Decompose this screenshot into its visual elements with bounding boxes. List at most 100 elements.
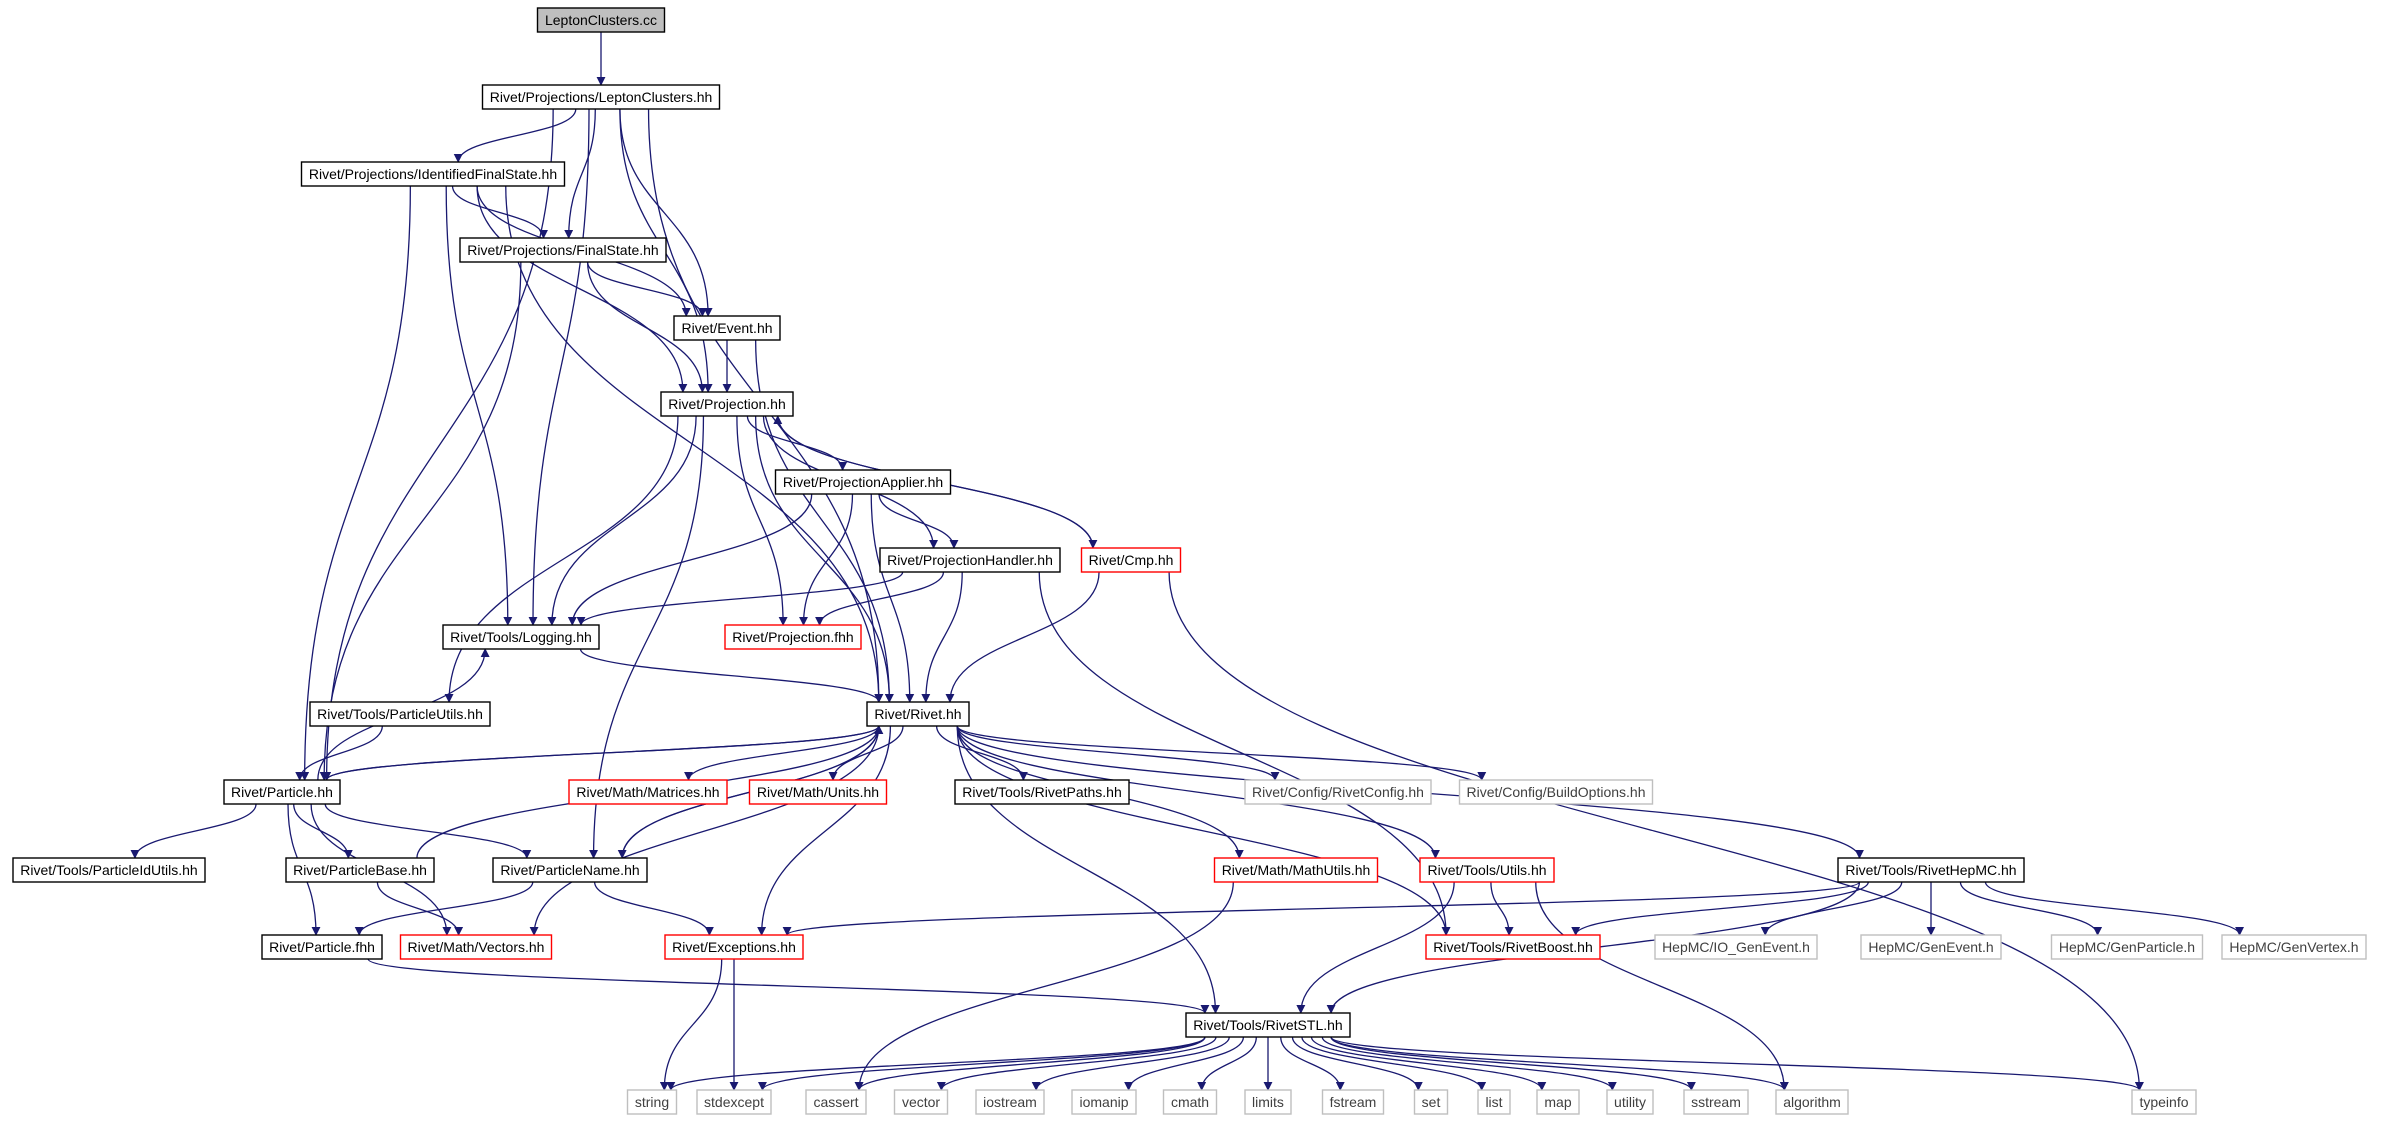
node-box (1413, 1089, 1449, 1115)
node-label: vector (902, 1094, 940, 1110)
edge-n5-n12 (755, 415, 894, 703)
edge-n24-n28 (1571, 881, 1869, 936)
node-label: Rivet/Tools/Logging.hh (450, 629, 592, 645)
edge-n33-n38 (1031, 1036, 1230, 1091)
node-rivet-cmp-hh[interactable]: Rivet/Cmp.hh (1080, 547, 1182, 573)
node-rivet-tools-rivethepmc-hh[interactable]: Rivet/Tools/RivetHepMC.hh (1837, 857, 2025, 883)
node-rivet-math-mathutils-hh[interactable]: Rivet/Math/MathUtils.hh (1213, 857, 1379, 883)
node-box (866, 701, 970, 727)
node-box (1683, 1089, 1749, 1115)
node-box (459, 237, 667, 263)
node-rivet-projectionhandler-hh[interactable]: Rivet/ProjectionHandler.hh (879, 547, 1061, 573)
node-label: Rivet/ProjectionApplier.hh (783, 474, 943, 490)
node-rivet-particle-fhh[interactable]: Rivet/Particle.fhh (261, 934, 383, 960)
node-label: Rivet/Tools/RivetPaths.hh (962, 784, 1122, 800)
node-rivet-exceptions-hh[interactable]: Rivet/Exceptions.hh (664, 934, 804, 960)
node-box (1244, 1089, 1292, 1115)
node-box (285, 857, 435, 883)
node-label: Rivet/ParticleName.hh (500, 862, 639, 878)
node-iostream: iostream (975, 1089, 1045, 1115)
edge-n8-n49 (1168, 571, 2144, 1091)
edge-n1-n4 (619, 108, 713, 317)
node-label: Rivet/Math/Vectors.hh (408, 939, 545, 955)
edge-n5-n21 (589, 415, 705, 859)
edge-n25-n33 (367, 958, 1210, 1014)
node-rivet-tools-logging-hh[interactable]: Rivet/Tools/Logging.hh (442, 624, 600, 650)
node-list: list (1477, 1089, 1511, 1115)
edge-n8-n12 (945, 571, 1100, 703)
edge-n6-n7 (878, 493, 959, 549)
node-rivet-projections-finalstate-hh[interactable]: Rivet/Projections/FinalState.hh (459, 237, 667, 263)
node-rivet-projections-identifiedfinalstate-hh[interactable]: Rivet/Projections/IdentifiedFinalState.h… (300, 161, 566, 187)
node-rivet-tools-particleidutils-hh[interactable]: Rivet/Tools/ParticleIdUtils.hh (12, 857, 206, 883)
edge-n1-n3 (564, 108, 596, 239)
edge-n12-n27 (757, 725, 892, 936)
edge-n24-n27 (782, 881, 1861, 936)
node-box (805, 1089, 867, 1115)
edge-n9-n12 (579, 648, 884, 703)
node-leptonclusters-cc: LeptonClusters.cc (536, 7, 666, 33)
node-rivet-rivet-hh[interactable]: Rivet/Rivet.hh (866, 701, 970, 727)
edge-n33-n36 (854, 1036, 1206, 1091)
node-box (309, 701, 491, 727)
node-rivet-particle-hh[interactable]: Rivet/Particle.hh (223, 779, 341, 805)
edge-n12-n28 (956, 725, 1451, 936)
node-rivet-tools-rivetboost-hh[interactable]: Rivet/Tools/RivetBoost.hh (1425, 934, 1601, 960)
node-box (975, 1089, 1045, 1115)
node-label: HepMC/GenEvent.h (1868, 939, 1993, 955)
node-rivet-particlename-hh[interactable]: Rivet/ParticleName.hh (492, 857, 648, 883)
node-box (1654, 934, 1818, 960)
edge-n5-n9 (547, 415, 697, 626)
node-fstream: fstream (1321, 1089, 1385, 1115)
node-box (223, 779, 341, 805)
node-box (774, 469, 952, 495)
edge-n13-n21 (324, 803, 532, 859)
node-rivet-math-vectors-hh[interactable]: Rivet/Math/Vectors.hh (399, 934, 553, 960)
node-box (2131, 1089, 2197, 1115)
edge-n5-n11 (444, 415, 679, 703)
node-rivet-projection-fhh[interactable]: Rivet/Projection.fhh (724, 624, 862, 650)
edge-n11-n13 (295, 725, 383, 781)
node-rivet-projectionapplier-hh[interactable]: Rivet/ProjectionApplier.hh (774, 469, 952, 495)
edge-n24-n29 (1760, 881, 1903, 936)
node-box (664, 934, 804, 960)
node-label: Rivet/Tools/ParticleIdUtils.hh (20, 862, 197, 878)
node-rivet-tools-rivetstl-hh[interactable]: Rivet/Tools/RivetSTL.hh (1185, 1012, 1351, 1038)
node-rivet-particlebase-hh[interactable]: Rivet/ParticleBase.hh (285, 857, 435, 883)
node-box (1477, 1089, 1511, 1115)
node-rivet-math-units-hh[interactable]: Rivet/Math/Units.hh (748, 779, 888, 805)
node-label: typeinfo (2139, 1094, 2188, 1110)
node-box (1419, 857, 1555, 883)
node-cmath: cmath (1162, 1089, 1218, 1115)
node-label: Rivet/Projections/IdentifiedFinalState.h… (309, 166, 557, 182)
edge-n33-n34 (666, 1036, 1206, 1091)
edge-n24-n31 (1959, 881, 2103, 936)
node-rivet-tools-utils-hh[interactable]: Rivet/Tools/Utils.hh (1419, 857, 1555, 883)
node-box (1860, 934, 2002, 960)
node-rivet-tools-rivetpaths-hh[interactable]: Rivet/Tools/RivetPaths.hh (954, 779, 1130, 805)
node-label: LeptonClusters.cc (545, 12, 657, 28)
node-label: Rivet/Math/Matrices.hh (576, 784, 719, 800)
node-label: Rivet/Math/MathUtils.hh (1222, 862, 1371, 878)
edge-n22-n36 (854, 881, 1234, 1091)
node-rivet-projections-leptonclusters-hh[interactable]: Rivet/Projections/LeptonClusters.hh (481, 84, 721, 110)
node-label: sstream (1691, 1094, 1741, 1110)
node-rivet-event-hh[interactable]: Rivet/Event.hh (673, 315, 781, 341)
node-string: string (626, 1089, 678, 1115)
node-rivet-tools-particleutils-hh[interactable]: Rivet/Tools/ParticleUtils.hh (309, 701, 491, 727)
edge-n12-n18 (956, 725, 1487, 781)
node-box (893, 1089, 949, 1115)
node-rivet-math-matrices-hh[interactable]: Rivet/Math/Matrices.hh (568, 779, 728, 805)
edge-n21-n25 (354, 881, 534, 936)
node-label: Rivet/Particle.hh (231, 784, 333, 800)
edge-n3-n13 (319, 261, 522, 781)
edge-n2-n3 (451, 185, 548, 239)
node-label: Rivet/Rivet.hh (874, 706, 961, 722)
node-box (1080, 547, 1182, 573)
edge-n6-n9 (567, 493, 813, 626)
edge-n21-n27 (593, 881, 714, 936)
node-box (1837, 857, 2025, 883)
node-typeinfo: typeinfo (2131, 1089, 2197, 1115)
node-rivet-projection-hh[interactable]: Rivet/Projection.hh (660, 391, 794, 417)
